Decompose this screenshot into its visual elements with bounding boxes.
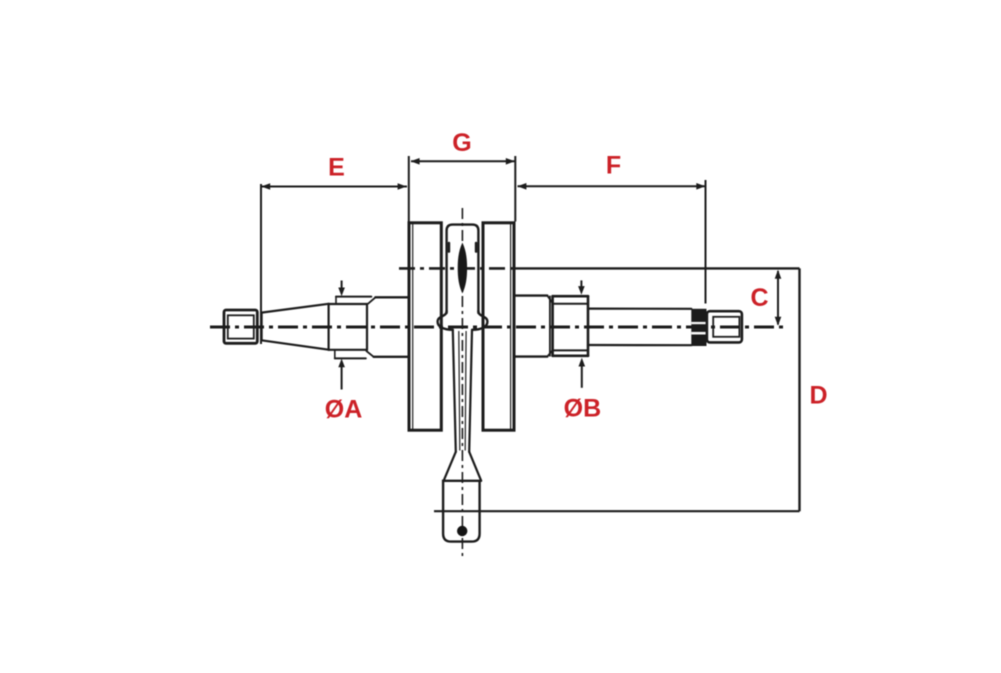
small-end-outline <box>441 479 481 543</box>
right-crank-web <box>481 221 516 432</box>
dim-label-f: F <box>606 152 621 180</box>
dim-g <box>411 156 517 222</box>
conrod-small-end <box>441 479 481 543</box>
big-end-fillets <box>436 309 489 331</box>
dim-e-arrow-left <box>261 183 271 190</box>
dim-g-arrow-right <box>505 158 515 165</box>
left-journal-section <box>372 296 411 358</box>
right-shaft-cylinder <box>586 307 693 347</box>
dim-f-arrow-right <box>696 183 706 190</box>
dim-label-c: C <box>750 284 768 312</box>
dim-f <box>517 180 707 304</box>
dim-label-g: G <box>452 129 471 157</box>
dimension-labels: E G F C D ØA ØB <box>325 129 828 424</box>
right-shaft-stub <box>705 309 744 344</box>
dim-label-dia-b: ØB <box>564 395 602 423</box>
conrod-shank <box>442 328 483 482</box>
right-stub-inner <box>712 315 741 338</box>
crankpin-oil-slot <box>457 242 468 294</box>
centerlines <box>210 208 786 556</box>
crankshaft-part <box>222 221 744 543</box>
left-stub-outer <box>222 308 259 345</box>
spline-section <box>691 308 707 346</box>
conrod-big-end <box>445 223 480 315</box>
dim-label-d: D <box>809 382 827 410</box>
dia-b-arrows <box>578 280 586 388</box>
dia-a-section <box>327 295 377 360</box>
right-stub-outer <box>705 309 744 344</box>
dim-c-arrow-bottom <box>774 316 782 326</box>
dim-c-arrow-top <box>774 269 782 279</box>
dia-a-arrows <box>338 280 345 390</box>
dim-label-e: E <box>328 154 345 182</box>
dim-e <box>260 184 407 344</box>
dimension-lines <box>260 156 801 513</box>
small-end-pin-hole <box>457 525 468 537</box>
dim-label-dia-a: ØA <box>325 396 363 424</box>
right-journal-section <box>512 294 554 358</box>
dim-f-arrow-left <box>517 183 527 190</box>
arrowheads <box>261 158 782 390</box>
left-stub-inner <box>226 314 255 340</box>
dim-c-d-references <box>434 267 801 513</box>
dim-e-arrow-right <box>397 183 407 190</box>
dim-g-arrow-left <box>410 158 420 165</box>
left-shaft-stub <box>222 308 259 345</box>
